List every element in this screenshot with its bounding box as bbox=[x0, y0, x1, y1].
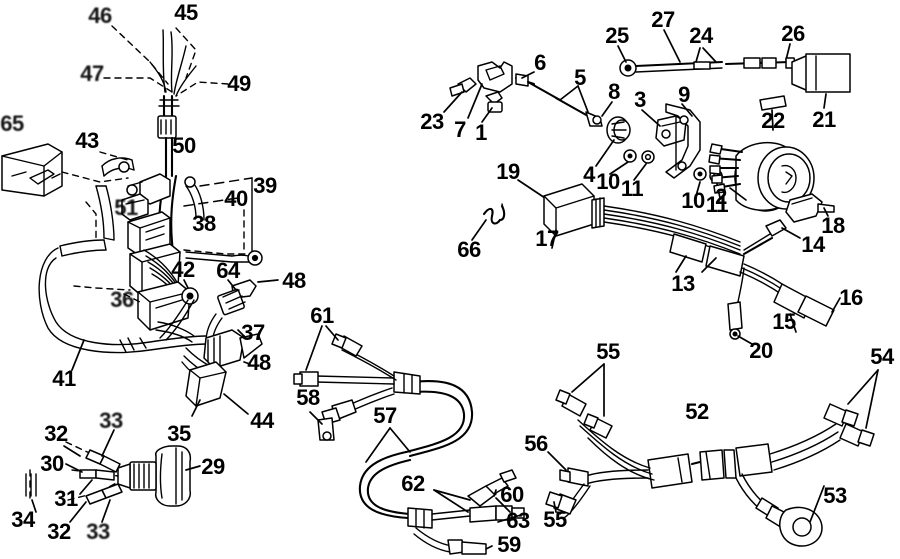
callout-number-62: 62 bbox=[401, 471, 425, 496]
group-left-connector-block bbox=[1, 143, 135, 257]
callout-number-10: 10 bbox=[681, 188, 705, 213]
callout-number-48: 48 bbox=[282, 268, 306, 293]
callout-number-45: 45 bbox=[174, 0, 198, 25]
callout-number-5: 5 bbox=[574, 65, 586, 90]
callout-number-25: 25 bbox=[605, 23, 629, 48]
callout-number-1: 1 bbox=[475, 120, 487, 145]
callout-number-63: 63 bbox=[506, 508, 530, 533]
callout-number-33: 33 bbox=[99, 408, 123, 433]
callout-number-32: 32 bbox=[47, 519, 71, 544]
callout-number-41: 41 bbox=[52, 366, 76, 391]
callout-number-32: 32 bbox=[44, 421, 68, 446]
callout-number-23: 23 bbox=[420, 109, 444, 134]
callout-number-55: 55 bbox=[543, 507, 567, 532]
group-linkage-rods bbox=[443, 61, 723, 199]
callout-number-33: 33 bbox=[86, 519, 110, 544]
callout-number-66: 66 bbox=[457, 237, 481, 262]
callout-number-30: 30 bbox=[40, 451, 64, 476]
group-cable-loop-41 bbox=[38, 247, 209, 371]
callout-number-57: 57 bbox=[373, 403, 397, 428]
callout-number-29: 29 bbox=[201, 454, 225, 479]
group-control-body bbox=[121, 173, 263, 331]
callout-number-55: 55 bbox=[596, 339, 620, 364]
callout-number-11: 11 bbox=[620, 176, 644, 201]
callout-number-31: 31 bbox=[54, 486, 78, 511]
callout-number-19: 19 bbox=[496, 159, 520, 184]
callout-number-35: 35 bbox=[167, 421, 191, 446]
callout-number-47: 47 bbox=[80, 61, 104, 86]
group-plug-29 bbox=[25, 429, 201, 523]
callout-number-8: 8 bbox=[608, 79, 620, 104]
callout-number-6: 6 bbox=[534, 50, 546, 75]
callout-number-36: 36 bbox=[110, 287, 134, 312]
group-ignition-switch bbox=[708, 141, 815, 212]
callout-number-15: 15 bbox=[772, 309, 796, 334]
callout-number-61: 61 bbox=[310, 303, 334, 328]
callout-number-2: 2 bbox=[715, 184, 727, 209]
group-rod-27 bbox=[617, 29, 851, 131]
callout-number-52: 52 bbox=[685, 399, 709, 424]
group-upper-left-harness bbox=[103, 25, 229, 178]
callout-number-21: 21 bbox=[812, 107, 836, 132]
callout-number-49: 49 bbox=[227, 71, 251, 96]
callout-number-44: 44 bbox=[250, 408, 274, 433]
callout-number-39: 39 bbox=[253, 173, 277, 198]
callout-number-42: 42 bbox=[171, 257, 195, 282]
callout-number-16: 16 bbox=[839, 285, 863, 310]
callout-number-3: 3 bbox=[634, 87, 646, 112]
callout-number-59: 59 bbox=[497, 532, 521, 557]
callout-number-40: 40 bbox=[224, 186, 248, 211]
callout-number-24: 24 bbox=[689, 23, 713, 48]
group-main-harness-17 bbox=[471, 179, 841, 345]
callout-number-11: 11 bbox=[705, 192, 729, 217]
callout-number-22: 22 bbox=[761, 108, 785, 133]
group-connectors-37-44-48 bbox=[181, 279, 279, 417]
callout-number-53: 53 bbox=[823, 483, 847, 508]
callout-number-4: 4 bbox=[583, 162, 595, 187]
callout-number-58: 58 bbox=[296, 385, 320, 410]
clip-66 bbox=[471, 203, 506, 241]
callout-number-43: 43 bbox=[75, 128, 99, 153]
callout-number-46: 46 bbox=[88, 3, 112, 28]
callout-number-20: 20 bbox=[749, 338, 773, 363]
callout-number-13: 13 bbox=[671, 271, 695, 296]
callout-number-10: 10 bbox=[596, 169, 620, 194]
group-harness-52 bbox=[545, 363, 879, 547]
callout-number-65: 65 bbox=[0, 111, 24, 136]
callout-number-27: 27 bbox=[651, 7, 675, 32]
callout-number-18: 18 bbox=[821, 213, 845, 238]
callout-number-50: 50 bbox=[172, 133, 196, 158]
callout-number-56: 56 bbox=[524, 431, 548, 456]
callout-number-51: 51 bbox=[114, 195, 138, 220]
callout-number-64: 64 bbox=[216, 258, 240, 283]
callout-number-38: 38 bbox=[192, 211, 216, 236]
callout-number-54: 54 bbox=[870, 344, 894, 369]
callout-number-48: 48 bbox=[247, 350, 271, 375]
callout-number-26: 26 bbox=[781, 21, 805, 46]
callout-number-37: 37 bbox=[241, 320, 265, 345]
callout-number-9: 9 bbox=[678, 82, 690, 107]
group-harness-57 bbox=[293, 325, 525, 555]
callout-number-34: 34 bbox=[11, 507, 35, 532]
callout-number-60: 60 bbox=[500, 482, 524, 507]
callout-number-14: 14 bbox=[801, 232, 825, 257]
callout-number-17: 17 bbox=[535, 226, 559, 251]
callout-number-7: 7 bbox=[454, 117, 466, 142]
